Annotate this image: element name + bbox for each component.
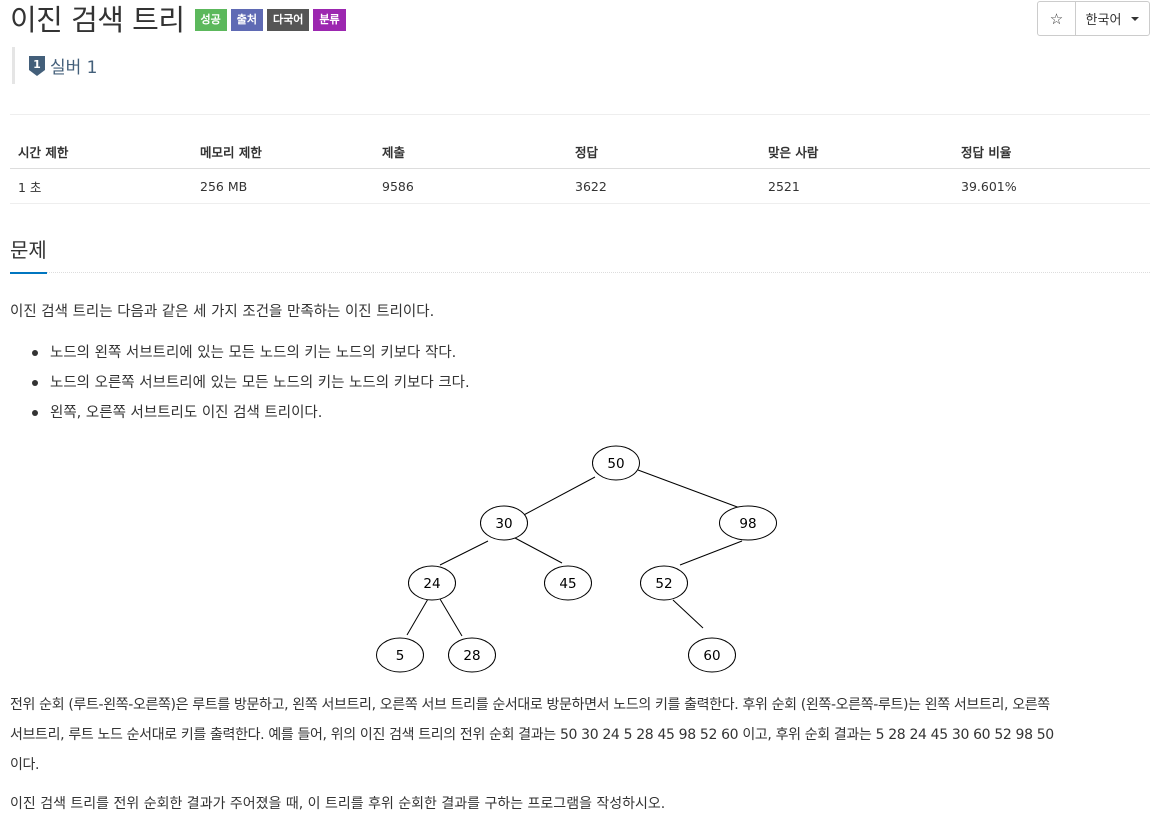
tree-node-label: 28 (463, 648, 480, 664)
badge-success[interactable]: 성공 (194, 9, 227, 31)
stats-value-row: 1 초 256 MB 9586 3622 2521 39.601% (10, 168, 1150, 204)
tree-node (544, 565, 592, 601)
star-button[interactable]: ☆ (1038, 2, 1076, 35)
language-label: 한국어 (1085, 13, 1122, 28)
tree-node-label: 50 (607, 456, 624, 472)
tier-label[interactable]: 실버 1 (50, 58, 98, 78)
stats-value: 9586 (374, 168, 567, 204)
problem-title: 이진 검색 트리 (10, 2, 185, 37)
tree-node-label: 98 (739, 516, 756, 532)
tree-node-label: 24 (423, 576, 440, 592)
stats-value: 256 MB (192, 168, 374, 204)
list-item: 노드의 오른쪽 서브트리에 있는 모든 노드의 키는 노드의 키보다 크다. (30, 368, 470, 398)
tree-node-label: 45 (559, 576, 576, 592)
stats-header: 시간 제한 (10, 134, 192, 169)
section-header: 문제 (10, 236, 1150, 274)
top-toolbar: ☆ 한국어 (1037, 1, 1150, 36)
tree-node (688, 637, 736, 673)
stats-header: 메모리 제한 (192, 134, 374, 169)
caret-down-icon (1131, 16, 1140, 21)
tree-node-label: 5 (396, 648, 405, 664)
stats-value: 39.601% (953, 168, 1150, 204)
tier-block: 1 실버 1 (12, 47, 98, 84)
title-row: 이진 검색 트리 성공 출처 다국어 분류 (10, 0, 346, 40)
problem-intro: 이진 검색 트리는 다음과 같은 세 가지 조건을 만족하는 이진 트리이다. (10, 304, 435, 320)
stats-header-row: 시간 제한 메모리 제한 제출 정답 맞은 사람 정답 비율 (10, 134, 1150, 169)
tree-node (408, 565, 456, 601)
tree-node (592, 445, 640, 481)
stats-header: 정답 (567, 134, 760, 169)
stats-value: 3622 (567, 168, 760, 204)
tree-node-label: 52 (655, 576, 672, 592)
tree-node-label: 30 (495, 516, 512, 532)
language-dropdown[interactable]: 한국어 (1076, 2, 1149, 35)
tree-node (640, 565, 688, 601)
badge-category[interactable]: 분류 (313, 9, 346, 31)
section-title: 문제 (10, 236, 47, 274)
tree-node (719, 505, 777, 541)
svg-text:1: 1 (33, 58, 41, 71)
text-line: 전위 순회 (루트-왼쪽-오른쪽)은 루트를 방문하고, 왼쪽 서브트리, 오른… (10, 697, 1050, 713)
divider (10, 114, 1150, 115)
tier-silver-icon: 1 (29, 55, 45, 76)
stats-header: 제출 (374, 134, 567, 169)
text-line: 이다. (10, 757, 40, 773)
badge-source[interactable]: 출처 (230, 9, 264, 31)
star-icon: ☆ (1049, 9, 1064, 28)
stats-header: 맞은 사람 (760, 134, 953, 169)
stats-value: 2521 (760, 168, 953, 204)
bst-diagram: 50 30 98 24 45 52 5 28 60 (376, 445, 777, 673)
stats-header: 정답 비율 (953, 134, 1150, 169)
task-statement: 이진 검색 트리를 전위 순회한 결과가 주어졌을 때, 이 트리를 후위 순회… (10, 796, 666, 812)
list-item: 왼쪽, 오른쪽 서브트리도 이진 검색 트리이다. (30, 398, 470, 428)
badge-multilingual[interactable]: 다국어 (267, 9, 310, 31)
tree-node-label: 60 (703, 648, 720, 664)
tree-node (376, 637, 424, 673)
traversal-explanation: 전위 순회 (루트-왼쪽-오른쪽)은 루트를 방문하고, 왼쪽 서브트리, 오른… (10, 690, 1150, 780)
tree-node (448, 637, 496, 673)
stats-table: 시간 제한 메모리 제한 제출 정답 맞은 사람 정답 비율 1 초 256 M… (10, 134, 1150, 204)
stats-value: 1 초 (10, 168, 192, 204)
text-line: 서브트리, 루트 노드 순서대로 키를 출력한다. 예를 들어, 위의 이진 검… (10, 727, 1054, 743)
tree-node (480, 505, 528, 541)
rules-list: 노드의 왼쪽 서브트리에 있는 모든 노드의 키는 노드의 키보다 작다. 노드… (30, 338, 470, 428)
list-item: 노드의 왼쪽 서브트리에 있는 모든 노드의 키는 노드의 키보다 작다. (30, 338, 470, 368)
